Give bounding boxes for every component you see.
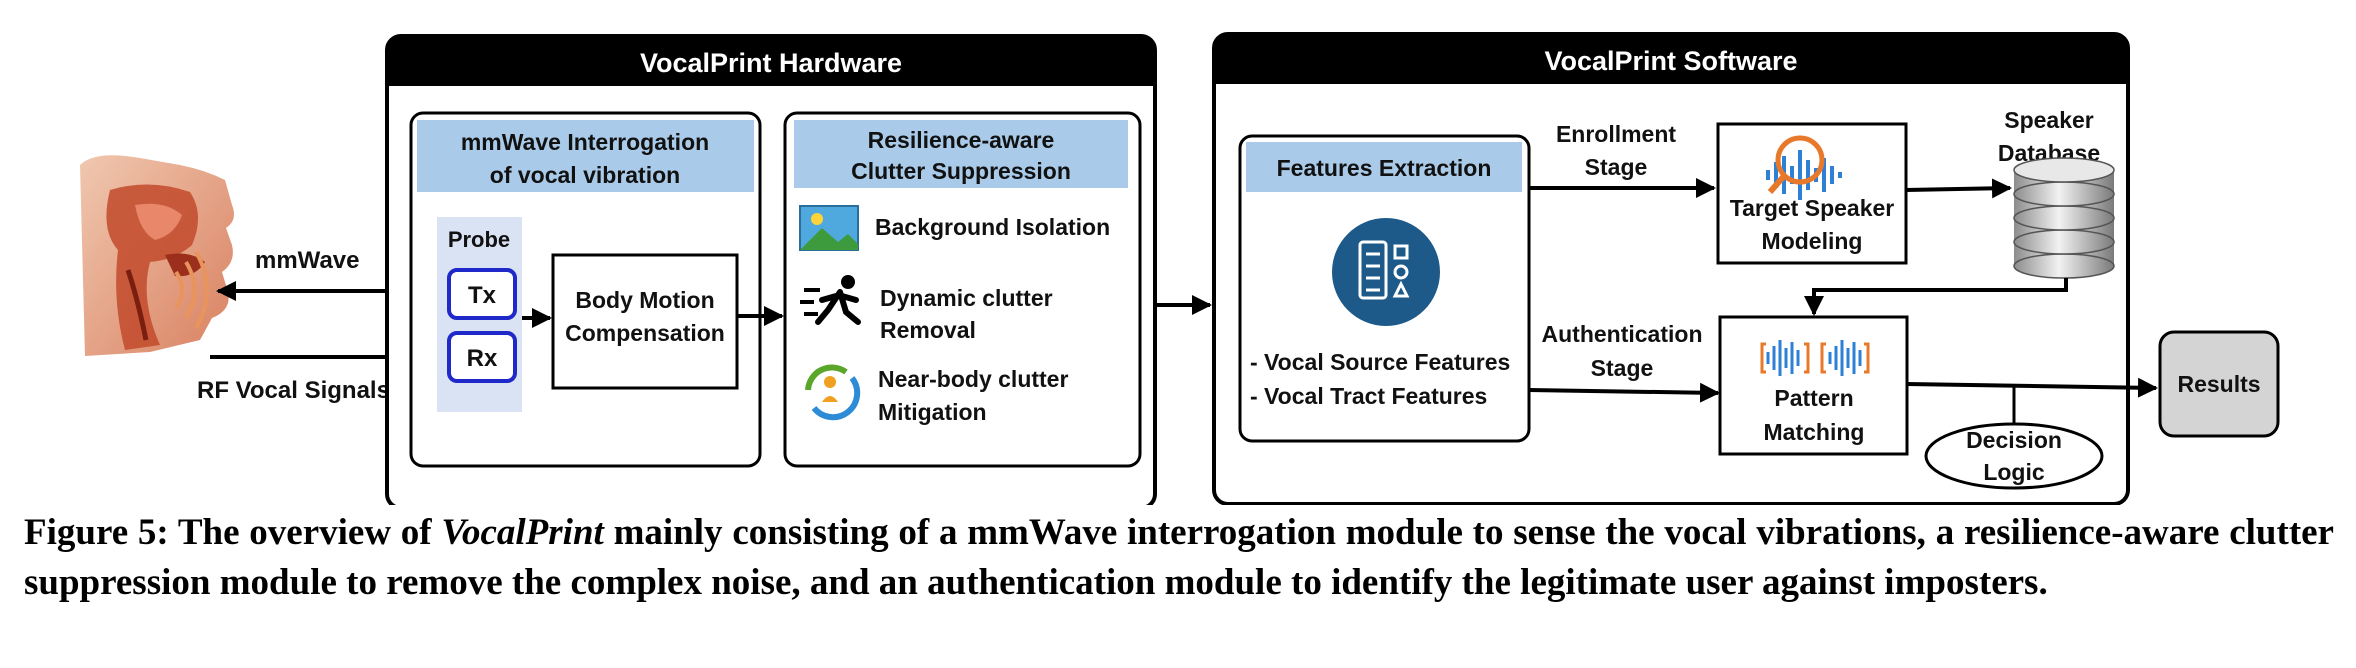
near-body-line2: Mitigation bbox=[878, 399, 987, 425]
recycle-person-icon bbox=[805, 364, 861, 421]
database-to-matching-arrow bbox=[1804, 278, 2068, 316]
probe-label: Probe bbox=[448, 227, 510, 252]
tx-antenna bbox=[447, 268, 517, 320]
probe: Probe Tx Rx bbox=[437, 217, 522, 412]
target-speaker-modeling-box: Target Speaker Modeling bbox=[1716, 122, 1908, 265]
landscape-icon bbox=[799, 205, 859, 251]
software-title: VocalPrint Software bbox=[1544, 46, 1797, 76]
clutter-suppression-box: Resilience-aware Clutter Suppression bbox=[783, 111, 1142, 468]
hardware-title: VocalPrint Hardware bbox=[640, 48, 902, 78]
caption-rest: mainly consisting of a mmWave interrogat… bbox=[24, 512, 2334, 603]
near-body-line1: Near-body clutter bbox=[878, 366, 1068, 392]
speaker-database-icon bbox=[2013, 157, 2115, 279]
mmwave-box-title-line2: of vocal vibration bbox=[490, 162, 680, 188]
tx-label: Tx bbox=[468, 282, 497, 309]
target-modeling-line1: Target Speaker bbox=[1730, 195, 1895, 221]
modeling-to-database-arrow bbox=[1905, 178, 2012, 199]
database-label-line1: Speaker bbox=[2004, 107, 2094, 133]
caption-prefix: Figure 5: The overview of bbox=[24, 512, 442, 553]
magnifier-waveform-icon bbox=[1766, 135, 1842, 200]
enrollment-label-line2: Stage bbox=[1585, 154, 1648, 180]
feature-list-icon bbox=[1332, 218, 1440, 326]
clutter-box-title-line2: Clutter Suppression bbox=[851, 158, 1071, 184]
body-motion-compensation-box: Body Motion Compensation bbox=[551, 253, 739, 390]
matching-to-results-arrow bbox=[1906, 377, 2158, 398]
dynamic-clutter-line2: Removal bbox=[880, 317, 976, 343]
running-person-icon bbox=[800, 275, 861, 325]
caption-emphasis: VocalPrint bbox=[441, 512, 604, 553]
system-diagram: mmWave RF Vocal Signals VocalPrint Hardw… bbox=[80, 32, 2280, 505]
authentication-label-line2: Stage bbox=[1591, 355, 1654, 381]
rx-label: Rx bbox=[467, 345, 498, 372]
waveform-compare-icon bbox=[1760, 340, 1870, 376]
pattern-matching-line2: Matching bbox=[1764, 419, 1865, 445]
mmwave-box-title-line1: mmWave Interrogation bbox=[461, 129, 709, 155]
body-motion-line2: Compensation bbox=[565, 320, 725, 346]
pattern-matching-box: Pattern Matching bbox=[1718, 315, 1909, 456]
clutter-box-title-line1: Resilience-aware bbox=[868, 127, 1055, 153]
features-title: Features Extraction bbox=[1277, 155, 1492, 181]
target-modeling-line2: Modeling bbox=[1762, 228, 1863, 254]
decision-line1: Decision bbox=[1966, 427, 2062, 453]
radio-wave-icon bbox=[174, 250, 209, 330]
dynamic-clutter-line1: Dynamic clutter bbox=[880, 285, 1053, 311]
feature-item-vocal-tract: - Vocal Tract Features bbox=[1250, 383, 1487, 409]
vocal-tract-head-image bbox=[80, 155, 234, 356]
enrollment-label-line1: Enrollment bbox=[1556, 121, 1676, 147]
pattern-matching-line1: Pattern bbox=[1774, 385, 1853, 411]
results-box: Results bbox=[2158, 330, 2280, 438]
results-label: Results bbox=[2177, 371, 2260, 397]
decision-line2: Logic bbox=[1983, 459, 2045, 485]
rf-signals-label: RF Vocal Signals bbox=[197, 377, 390, 404]
mmwave-label: mmWave bbox=[255, 247, 359, 274]
decision-logic-node: Decision Logic bbox=[1924, 422, 2104, 490]
figure-caption: Figure 5: The overview of VocalPrint mai… bbox=[24, 508, 2334, 608]
authentication-label-line1: Authentication bbox=[1542, 321, 1703, 347]
body-motion-line1: Body Motion bbox=[575, 287, 714, 313]
rx-antenna bbox=[447, 331, 517, 383]
authentication-arrow bbox=[1528, 382, 1720, 403]
background-isolation-label: Background Isolation bbox=[875, 214, 1110, 240]
feature-item-vocal-source: - Vocal Source Features bbox=[1250, 349, 1510, 375]
